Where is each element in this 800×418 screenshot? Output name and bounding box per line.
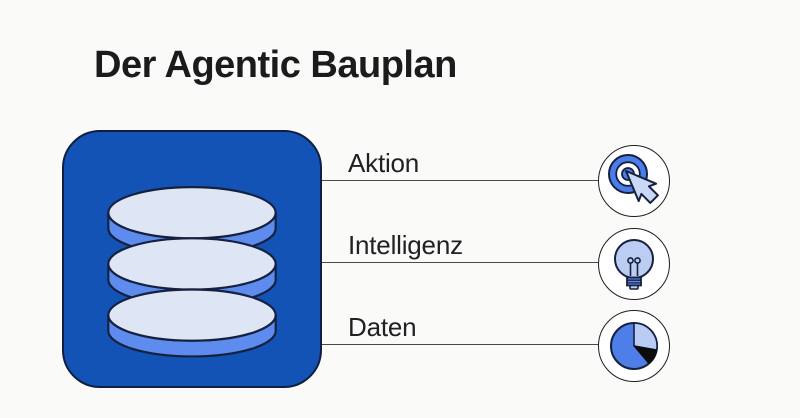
click-cursor-icon [608, 154, 659, 204]
label-intelligenz: Intelligenz [348, 230, 463, 260]
intelligenz-icon-circle [598, 228, 670, 300]
core-database-box [62, 130, 322, 388]
aktion-icon-circle [598, 145, 670, 217]
label-aktion: Aktion [348, 148, 420, 178]
database-stack-icon [107, 186, 277, 358]
connector-line-intelligenz [322, 262, 599, 263]
daten-icon-circle [598, 310, 670, 382]
page-title: Der Agentic Bauplan [94, 44, 457, 86]
label-daten: Daten [348, 312, 417, 342]
pie-chart-icon [610, 322, 658, 370]
lightbulb-icon [614, 239, 654, 290]
connector-line-daten [322, 344, 599, 345]
connector-line-aktion [322, 180, 599, 181]
